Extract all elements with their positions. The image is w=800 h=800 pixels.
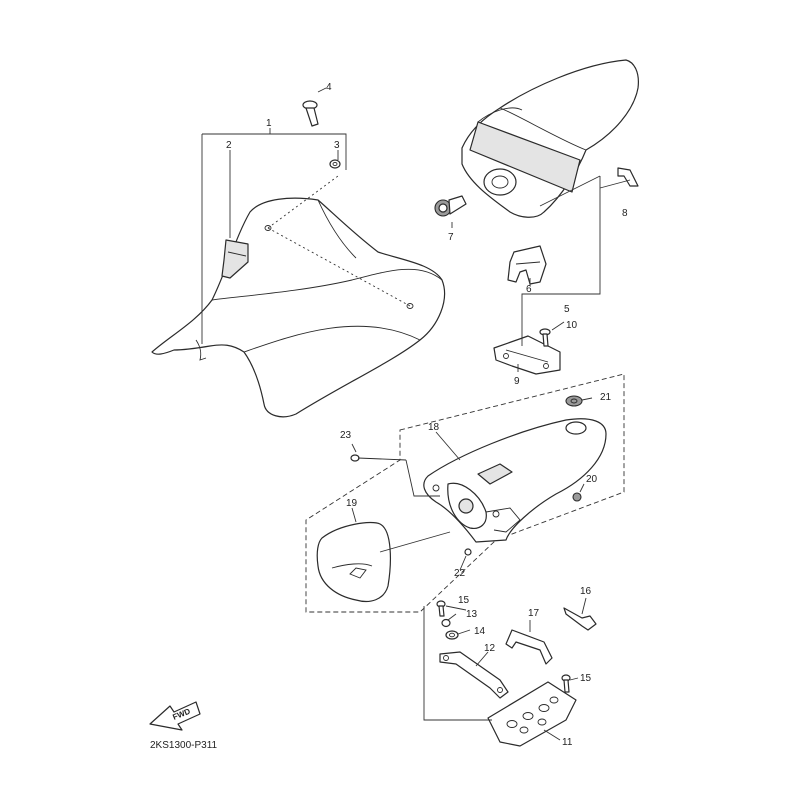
callout-9: 9	[514, 376, 520, 387]
rider-seat[interactable]	[151, 197, 446, 418]
callout-8: 8	[622, 208, 628, 219]
bolt-15b[interactable]	[561, 674, 571, 693]
bracket-17[interactable]	[505, 629, 553, 665]
band-16[interactable]	[563, 607, 597, 631]
callout-22: 22	[454, 568, 466, 579]
callout-11: 11	[562, 737, 573, 748]
callout-5: 5	[564, 304, 570, 315]
callout-20: 20	[586, 474, 598, 485]
callout-12: 12	[484, 643, 496, 654]
callout-13: 13	[466, 609, 478, 620]
fwd-arrow-icon: FWD	[149, 701, 201, 731]
callout-7: 7	[448, 232, 454, 243]
callout-19: 19	[346, 498, 358, 509]
callout-1: 1	[266, 118, 272, 129]
diagram-code: 2KS1300-P311	[150, 740, 218, 751]
grommet-3[interactable]	[329, 159, 341, 169]
bolt-10[interactable]	[539, 328, 551, 347]
washer-22[interactable]	[464, 548, 472, 556]
callout-2: 2	[226, 140, 232, 151]
callout-15a: 15	[458, 595, 470, 606]
callout-14: 14	[474, 626, 486, 637]
lock-cylinder[interactable]	[434, 195, 467, 217]
callout-3: 3	[334, 140, 340, 151]
callout-4: 4	[326, 82, 332, 93]
cover-pad-19[interactable]	[316, 521, 391, 603]
callout-10: 10	[566, 320, 578, 331]
callout-23: 23	[340, 430, 352, 441]
latch-6[interactable]	[507, 245, 547, 285]
bolt-4[interactable]	[302, 100, 319, 127]
nut-20[interactable]	[572, 492, 582, 502]
callout-15b: 15	[580, 673, 592, 684]
screw-23[interactable]	[350, 454, 407, 462]
bolt-15a[interactable]	[436, 600, 446, 617]
bracket-9[interactable]	[493, 335, 561, 375]
seat-pad-bracket[interactable]	[221, 239, 249, 279]
callout-21: 21	[600, 392, 612, 403]
callout-17: 17	[528, 608, 540, 619]
plate-11[interactable]	[487, 681, 577, 747]
callout-6: 6	[526, 284, 532, 295]
nut-13[interactable]	[441, 618, 451, 628]
rear-cover[interactable]	[423, 418, 607, 543]
grommet-21[interactable]	[565, 395, 583, 407]
callout-16: 16	[580, 586, 592, 597]
passenger-seat[interactable]	[461, 59, 639, 218]
collar-14[interactable]	[445, 630, 459, 640]
callout-18: 18	[428, 422, 440, 433]
clip-8[interactable]	[617, 167, 639, 187]
stay-12[interactable]	[439, 651, 509, 699]
